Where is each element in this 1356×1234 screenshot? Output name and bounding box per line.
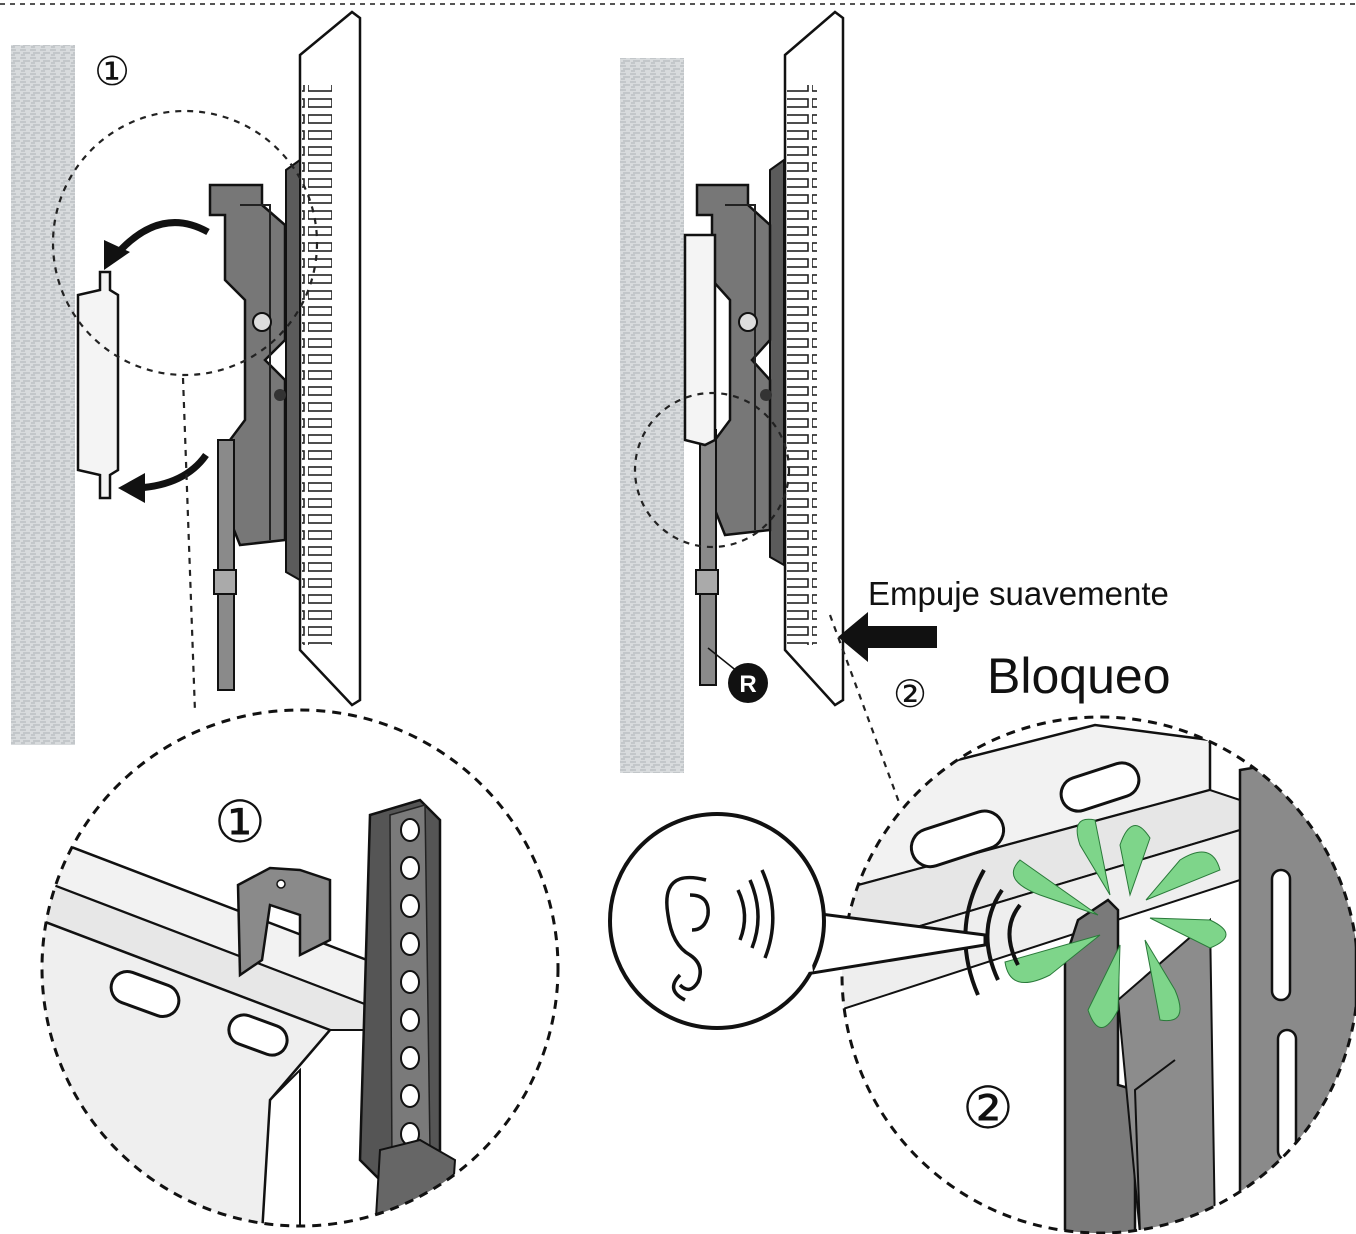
r-marker [728,663,768,703]
detail-circle-small-left [51,109,319,377]
hook-arrow-bottom [137,452,209,492]
scene-step-1: ① [11,10,362,745]
tv-right [783,10,845,707]
zoom-detail-step-1: ① [40,708,560,1228]
hook-arrow-top [113,219,210,258]
scene-step-2: R Empuje suavemente ② Bloqueo [620,10,1171,806]
click-burst [1004,818,1227,1028]
step-1-label-top: ① [94,49,130,95]
detail-circle-small-right [633,391,791,549]
zoom-detail-step-2: ② [608,715,1356,1234]
detail-circle-large-left [40,708,560,1228]
wall-right [620,58,684,773]
push-arrow [838,612,937,662]
lock-label: Bloqueo [987,648,1171,704]
wall-left [11,45,75,745]
step-2-label-top: ② [893,672,927,716]
ear-icon [665,869,775,1002]
step-1-label-detail: ① [214,788,266,856]
r-marker-label: R [739,671,756,698]
tv-left [298,10,362,707]
wall-plate-left [76,270,120,500]
push-gently-label: Empuje suavemente [868,575,1169,612]
detail-circle-large-right [840,715,1356,1234]
tv-bracket-left [208,158,301,691]
step-2-label-detail: ② [962,1074,1014,1142]
ear-callout [608,812,987,1030]
wall-plate-right [683,233,717,447]
